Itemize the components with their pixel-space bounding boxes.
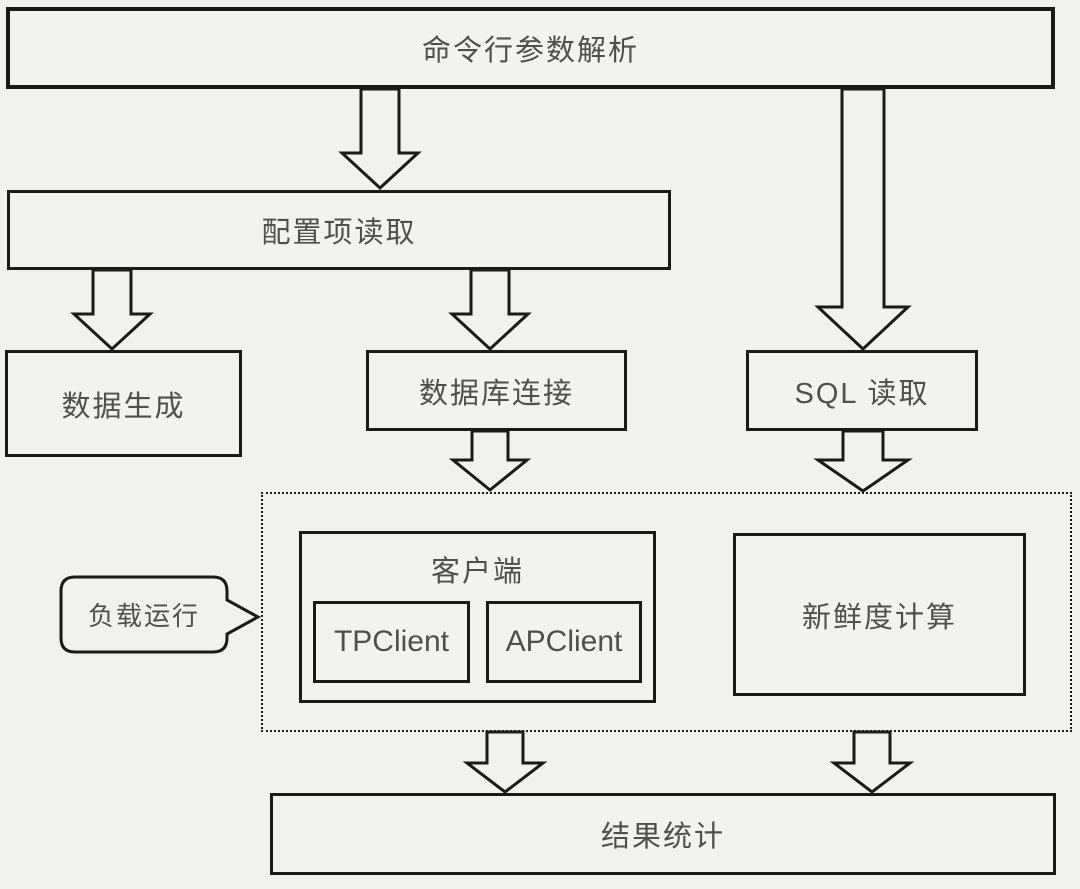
- callout-load-run-label: 负载运行: [87, 601, 200, 631]
- node-result-label: 结果统计: [600, 821, 725, 853]
- arrow-cmdline-to-config: [338, 87, 422, 191]
- node-sqlread-label: SQL 读取: [794, 377, 930, 410]
- arrow-config-to-datagen: [70, 268, 154, 352]
- node-dbconn-label: 数据库连接: [418, 377, 574, 410]
- node-client-group-label: 客户端: [430, 556, 524, 588]
- node-config-label: 配置项读取: [261, 217, 417, 249]
- group-load-run: [261, 492, 1072, 732]
- node-datagen-label: 数据生成: [61, 390, 186, 423]
- node-cmdline: 命令行参数解析: [6, 7, 1055, 89]
- node-cmdline-label: 命令行参数解析: [421, 35, 639, 67]
- node-sqlread: SQL 读取: [746, 350, 978, 431]
- node-freshness: 新鲜度计算: [733, 533, 1026, 696]
- arrow-sqlread-to-group: [813, 429, 913, 493]
- node-tpclient: TPClient: [313, 601, 470, 683]
- node-config: 配置项读取: [7, 190, 671, 270]
- node-tpclient-label: TPClient: [333, 625, 450, 658]
- arrow-dbconn-to-group: [448, 429, 532, 492]
- node-freshness-label: 新鲜度计算: [801, 601, 957, 634]
- arrow-group-to-result-right: [829, 730, 915, 794]
- node-datagen: 数据生成: [5, 350, 242, 457]
- node-apclient: APClient: [486, 601, 642, 683]
- node-apclient-label: APClient: [505, 625, 623, 658]
- node-result: 结果统计: [270, 793, 1056, 875]
- arrow-config-to-dbconn: [448, 268, 532, 352]
- callout-load-run: 负载运行: [61, 577, 227, 652]
- node-dbconn: 数据库连接: [366, 350, 627, 431]
- arrow-cmdline-to-sqlread: [814, 87, 912, 352]
- arrow-group-to-result-left: [462, 730, 548, 794]
